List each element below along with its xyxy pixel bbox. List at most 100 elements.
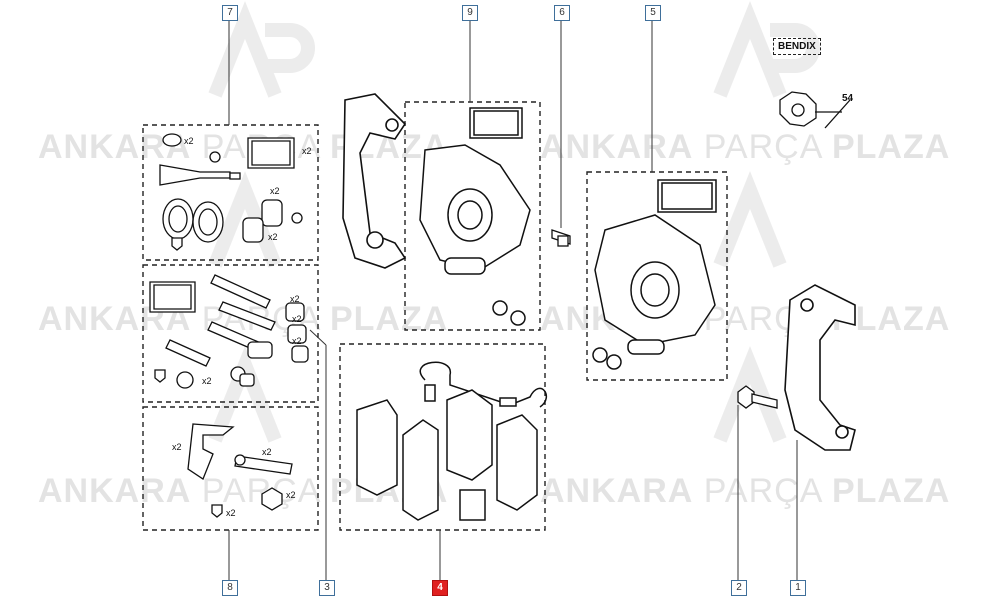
instruction-sheet xyxy=(459,489,486,521)
spring-clip xyxy=(187,423,235,480)
brake-pad-3 xyxy=(446,389,493,481)
box-kit-3 xyxy=(142,264,319,403)
callout-8[interactable]: 8 xyxy=(222,580,238,596)
bendix-label: BENDIX xyxy=(773,38,821,55)
wear-sensor-wire xyxy=(419,361,548,408)
bracket-hole-1 xyxy=(366,231,384,249)
qty-marker: x2 xyxy=(302,146,312,156)
logo-mark-8 xyxy=(713,346,787,443)
callout-4[interactable]: 4 xyxy=(432,580,448,596)
pin-boot-3 xyxy=(247,341,273,359)
caliper-5 xyxy=(592,179,717,370)
caliper-9 xyxy=(419,107,531,326)
qty-marker: x2 xyxy=(172,442,182,452)
ring-small xyxy=(209,151,221,163)
bleed-screw-6 xyxy=(551,229,571,247)
kit-8-parts xyxy=(187,423,293,518)
bolt-2-shank xyxy=(751,393,778,409)
box-kit-7 xyxy=(142,124,319,261)
sachet-5-inner xyxy=(661,182,713,210)
grease-sachet xyxy=(247,137,295,169)
logo-mark-7 xyxy=(208,346,282,443)
piston-seal-inner xyxy=(168,205,188,233)
cap-3 xyxy=(154,369,166,383)
qty-marker: x2 xyxy=(286,490,296,500)
wear-sensor-clip xyxy=(499,397,517,407)
leader-3-a xyxy=(309,329,327,346)
boot-3-small xyxy=(239,373,255,387)
carrier-bracket-left xyxy=(342,93,407,269)
logo-mark-5 xyxy=(208,171,282,268)
qty-marker: x2 xyxy=(262,447,272,457)
bolt-2 xyxy=(737,385,778,409)
pin-boot-1 xyxy=(285,302,305,322)
cap-8 xyxy=(211,504,223,518)
bendix-detail xyxy=(779,91,851,129)
callout-9[interactable]: 9 xyxy=(462,5,478,21)
qty-marker: x2 xyxy=(290,294,300,304)
dust-boot xyxy=(159,164,231,186)
bleed-screw-nut xyxy=(557,235,569,247)
watermark-logos xyxy=(208,1,820,443)
sachet-9 xyxy=(469,107,523,139)
pad-set-4 xyxy=(356,361,548,521)
group-boxes xyxy=(142,101,728,531)
guide-pin-1 xyxy=(210,274,271,309)
logo-mark-4 xyxy=(770,23,820,73)
bendix-nut-hole xyxy=(791,103,805,117)
bracket-1-hole-2 xyxy=(835,425,849,439)
bleed-cap xyxy=(171,237,183,251)
logo-mark-2 xyxy=(265,23,315,73)
qty-marker: x2 xyxy=(292,314,302,324)
brake-pad-4 xyxy=(496,414,538,511)
guide-pin-2 xyxy=(218,301,276,331)
qty-marker: x2 xyxy=(292,336,302,346)
bellows-1 xyxy=(261,199,283,227)
guide-pin-4 xyxy=(165,339,211,367)
caliper-5-piston-inner xyxy=(640,273,670,307)
grease-sachet-3 xyxy=(149,281,196,313)
pin-boot-2 xyxy=(287,324,307,344)
caliper-5-bush-2 xyxy=(606,354,622,370)
pin-boot-4 xyxy=(291,345,309,363)
box-caliper-5 xyxy=(586,171,728,381)
callout-7[interactable]: 7 xyxy=(222,5,238,21)
callout-2[interactable]: 2 xyxy=(731,580,747,596)
sachet-9-inner xyxy=(473,110,519,136)
bellows-2 xyxy=(242,217,264,243)
grease-sachet-3-inner xyxy=(153,284,192,310)
nut-8 xyxy=(261,487,283,511)
box-pads-4 xyxy=(339,343,546,531)
bolt-8-head xyxy=(234,454,246,466)
oring xyxy=(291,212,303,224)
callout-5[interactable]: 5 xyxy=(645,5,661,21)
kit-3-parts xyxy=(149,274,309,389)
caliper-9-piston-inner xyxy=(457,200,483,230)
boot-cap xyxy=(162,133,182,147)
grease-sachet-inner xyxy=(251,140,291,166)
brake-pad-2 xyxy=(402,419,439,521)
wear-sensor-plug xyxy=(424,384,436,402)
callout-1[interactable]: 1 xyxy=(790,580,806,596)
dim-line-2 xyxy=(824,99,851,129)
caliper-9-bush-2 xyxy=(510,310,526,326)
logo-mark-6 xyxy=(713,171,787,268)
callout-6[interactable]: 6 xyxy=(554,5,570,21)
kit-7-parts xyxy=(159,133,303,251)
bracket-hole-2 xyxy=(385,118,399,132)
qty-marker: x2 xyxy=(268,232,278,242)
brake-pad-1 xyxy=(356,399,398,496)
bracket-1-body xyxy=(784,284,856,451)
bracket-1-hole-1 xyxy=(800,298,814,312)
callout-3[interactable]: 3 xyxy=(319,580,335,596)
caliper-9-pin-boot xyxy=(444,257,486,275)
size-label: 54 xyxy=(842,93,854,104)
qty-marker: x2 xyxy=(184,136,194,146)
caliper-5-bush-1 xyxy=(592,347,608,363)
piston-boot-inner xyxy=(198,208,218,236)
sachet-5 xyxy=(657,179,717,213)
qty-marker: x2 xyxy=(270,186,280,196)
qty-marker: x2 xyxy=(226,508,236,518)
qty-marker: x2 xyxy=(202,376,212,386)
